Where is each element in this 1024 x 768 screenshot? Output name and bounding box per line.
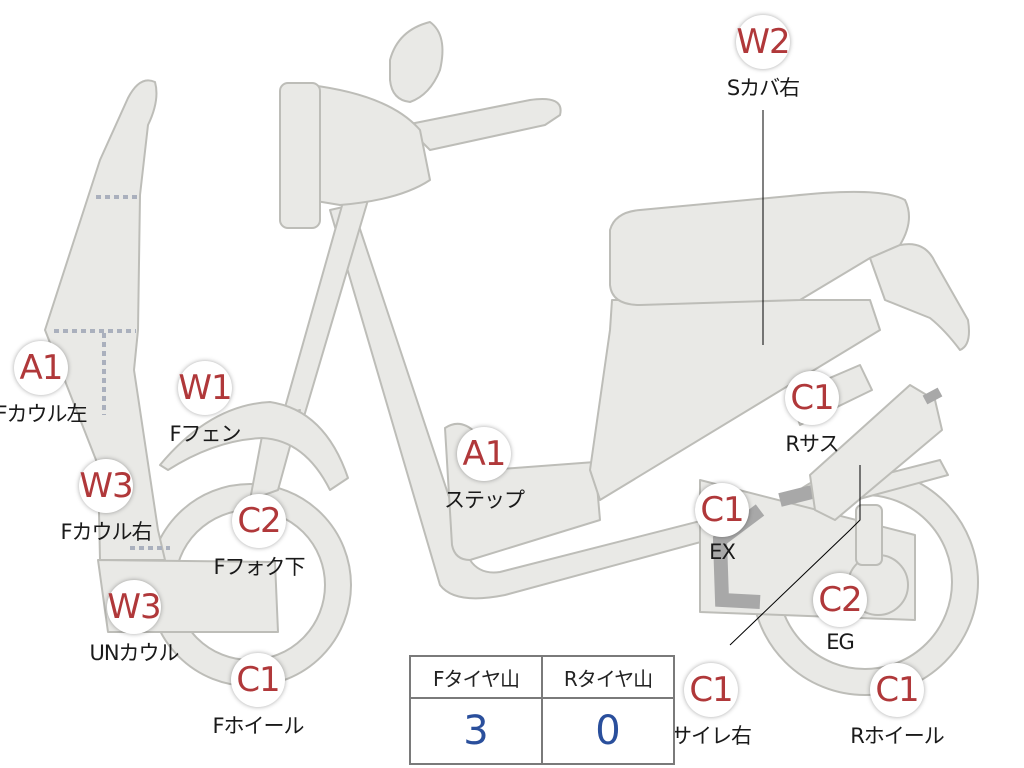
rear-body-side-cover [589, 299, 881, 501]
part-label: Fフォク下 [213, 555, 305, 579]
front-cowl [44, 79, 166, 561]
front-tire-tread-header: Fタイヤ山 [409, 655, 543, 699]
rear-tire-tread-header: Rタイヤ山 [541, 655, 675, 699]
damage-code-badge: C2 [813, 573, 867, 627]
damage-code-badge: W2 [736, 15, 791, 69]
part-label: Rホイール [850, 724, 945, 748]
rear-tire-tread-value: 0 [541, 697, 675, 765]
damage-code-badge: C2 [232, 494, 286, 548]
part-label: Sカバ右 [726, 76, 800, 100]
part-label: Fカウル左 [0, 402, 88, 426]
damage-code-badge: C1 [231, 653, 285, 707]
damage-code-badge: W3 [107, 580, 162, 634]
part-label: サイレ右 [671, 724, 752, 748]
damage-code-badge: C1 [785, 371, 839, 425]
damage-code-badge: W1 [178, 361, 233, 415]
front-fork [279, 194, 369, 431]
damage-code-badge: A1 [14, 341, 68, 395]
part-label: Fフェン [169, 422, 241, 446]
damage-code-badge: C1 [684, 663, 738, 717]
tire-table-header-row: Fタイヤ山 Rタイヤ山 [409, 655, 675, 699]
rear-shock-body [855, 504, 883, 566]
part-label: UNカウル [89, 641, 179, 665]
tire-tread-table: Fタイヤ山 Rタイヤ山 3 0 [409, 655, 675, 765]
headlight [279, 82, 321, 229]
damage-code-badge: C1 [870, 663, 924, 717]
part-label: EG [826, 630, 855, 654]
tire-table-value-row: 3 0 [409, 697, 675, 765]
muffler [809, 384, 943, 521]
damage-code-badge: C1 [695, 483, 749, 537]
part-label: Fカウル右 [60, 520, 152, 544]
damage-code-badge: W3 [79, 459, 134, 513]
part-label: ステップ [444, 488, 525, 512]
mirror [389, 21, 444, 103]
leader-line-silencer [729, 465, 861, 646]
tail-cowl [869, 243, 970, 351]
front-tire-tread-value: 3 [409, 697, 543, 765]
headlight-cover [309, 84, 431, 206]
handlebar [404, 98, 562, 151]
front-fender [159, 401, 349, 491]
damage-code-badge: A1 [457, 427, 511, 481]
part-label: EX [709, 540, 736, 564]
part-label: Rサス [785, 432, 839, 456]
part-label: Fホイール [212, 714, 304, 738]
seat [609, 190, 910, 306]
